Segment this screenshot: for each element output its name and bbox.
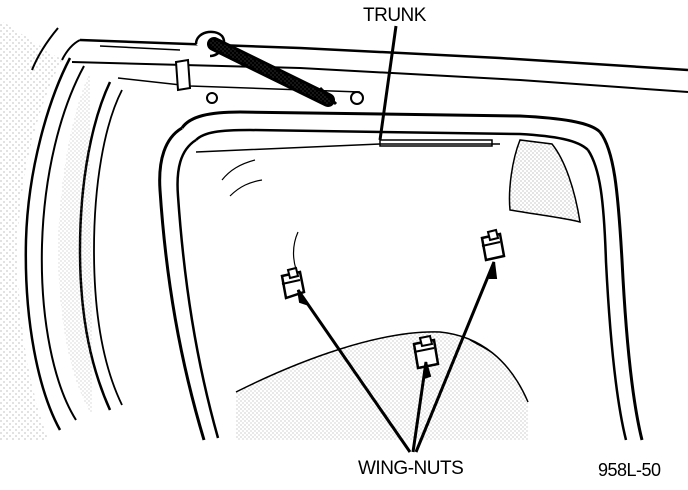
left-fender <box>0 20 123 440</box>
wing-nut-right <box>480 228 506 262</box>
wing-nut-center <box>412 334 440 370</box>
trunk-interior <box>221 139 581 440</box>
figure-number: 958L-50 <box>598 460 661 480</box>
leader-lines <box>296 25 498 453</box>
trunk-label: TRUNK <box>363 5 426 26</box>
trunk-hinge-spring <box>174 30 364 107</box>
trunk-opening-frame <box>158 110 644 441</box>
wing-nuts-label: WING-NUTS <box>358 458 464 479</box>
rear-body-top <box>61 38 688 93</box>
wing-nut-left <box>280 266 306 300</box>
